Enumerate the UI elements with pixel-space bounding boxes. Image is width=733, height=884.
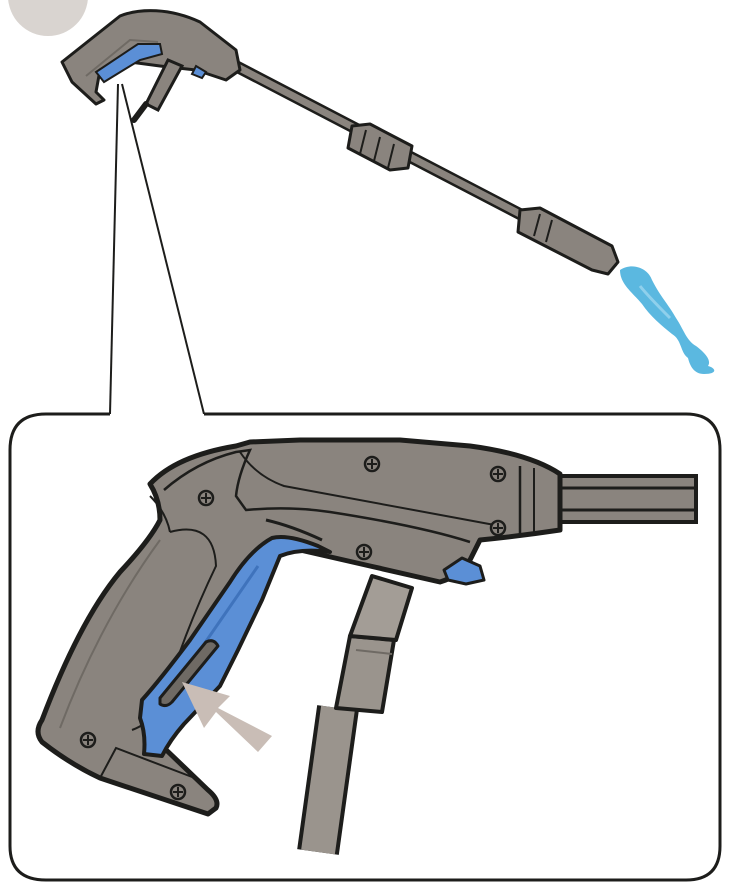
screw (171, 785, 185, 799)
outlet-tube (540, 476, 696, 522)
nozzle (518, 208, 618, 274)
screw (81, 733, 95, 747)
lance-coupling (348, 124, 412, 170)
gun-overview (62, 11, 714, 374)
lance (228, 62, 618, 274)
screw (199, 491, 213, 505)
zoom-lines (110, 84, 204, 414)
gun-body-small (62, 11, 240, 120)
step-callout-circle (8, 0, 88, 36)
hose-connector-small (146, 60, 182, 110)
screw (491, 521, 505, 535)
screw (357, 545, 371, 559)
screw (365, 457, 379, 471)
water-spray (620, 266, 714, 374)
screw (491, 467, 505, 481)
